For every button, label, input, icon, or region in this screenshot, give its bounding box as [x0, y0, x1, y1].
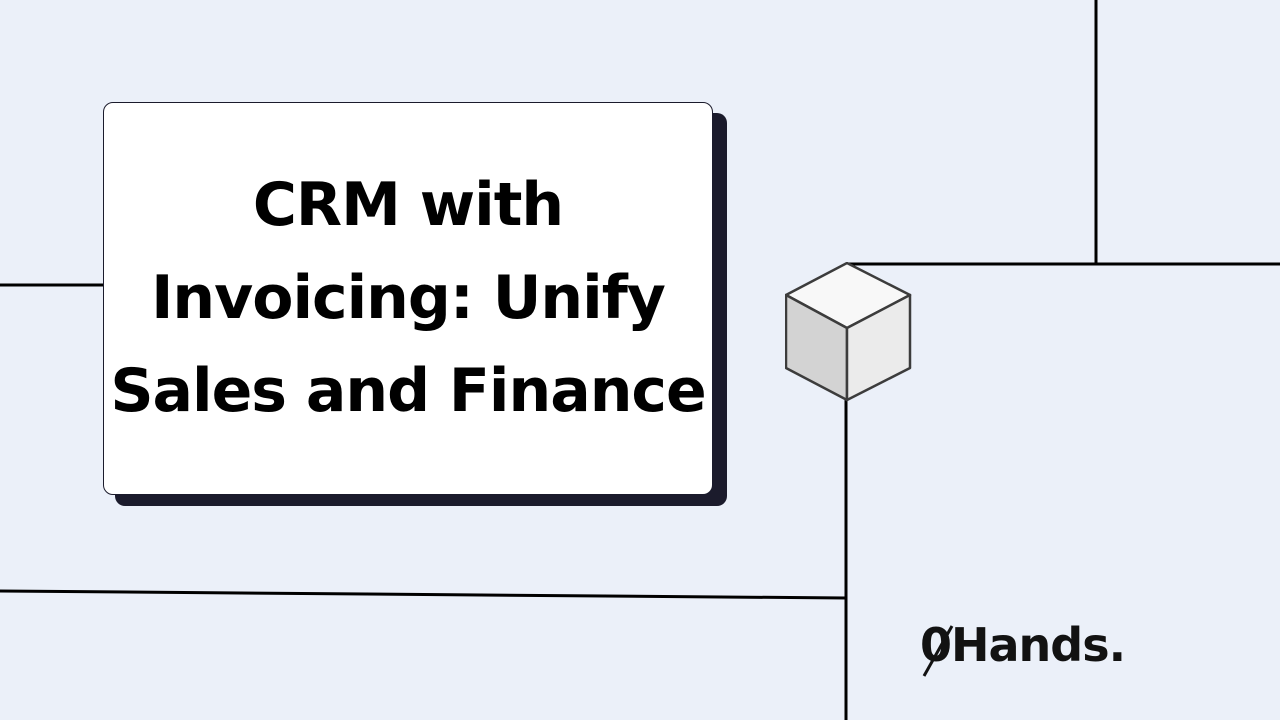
title-card: CRM with Invoicing: Unify Sales and Fina…	[103, 102, 713, 495]
logo-word: Hands	[951, 618, 1110, 672]
page-title: CRM with Invoicing: Unify Sales and Fina…	[110, 170, 706, 426]
logo-slash-icon	[922, 625, 954, 677]
logo-zero: 0	[920, 618, 954, 677]
brand-logo: 0 Hands .	[920, 618, 1127, 680]
logo-zero-text: 0	[920, 618, 952, 672]
logo-dot: .	[1108, 618, 1127, 672]
cube-icon	[785, 262, 912, 402]
line-bottom-horizontal	[0, 589, 847, 600]
